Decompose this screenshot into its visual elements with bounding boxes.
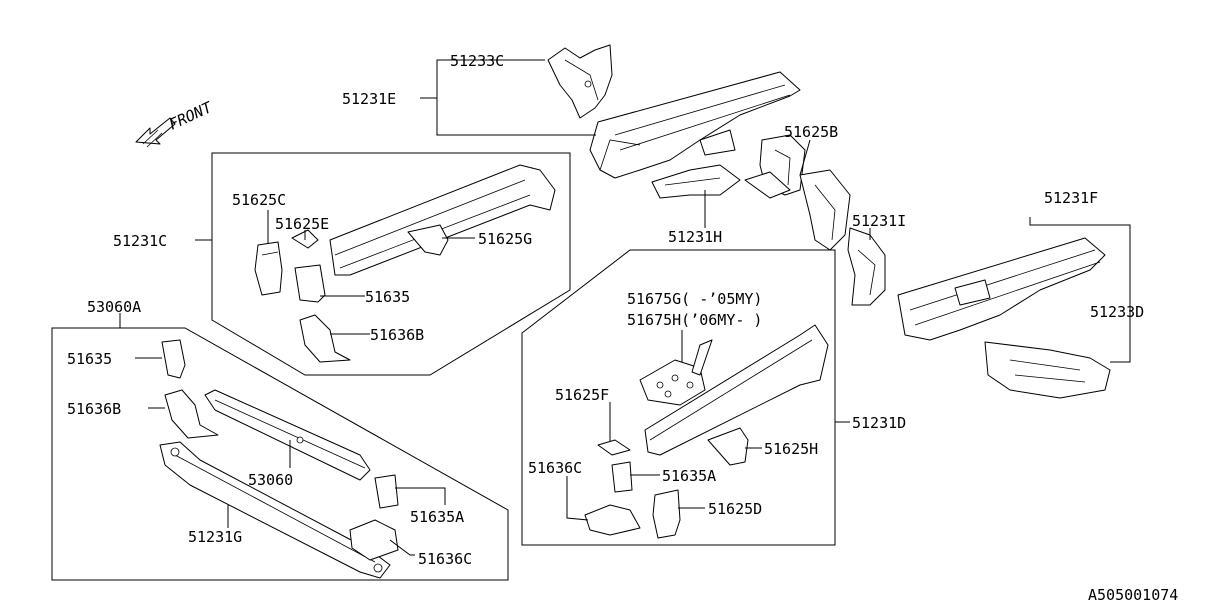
part-51625f-drawing	[597, 439, 631, 456]
label-51231c: 51231C	[113, 232, 167, 250]
part-g51635a-drawing	[374, 474, 399, 509]
label-51625f: 51625F	[555, 386, 609, 404]
part-d51636c-drawing	[584, 504, 641, 536]
part-g51636b-drawing	[164, 389, 219, 439]
label-d51635a: 51635A	[662, 467, 716, 485]
label-51231d: 51231D	[852, 414, 906, 432]
part-51231f-drawing	[897, 237, 1106, 341]
part-51233c-drawing	[547, 44, 613, 119]
label-g51635a: 51635A	[410, 508, 464, 526]
leader-g51636c	[389, 539, 415, 556]
part-51625h-drawing	[707, 427, 749, 466]
part-51233d-drawing	[984, 341, 1111, 399]
label-d51636c: 51636C	[528, 459, 582, 477]
part-51231d-rail-drawing	[644, 324, 829, 456]
part-51635-drawing	[294, 264, 326, 303]
label-51231h: 51231H	[668, 228, 722, 246]
bracket-51231f	[1029, 217, 1131, 363]
part-51636b-drawing	[299, 314, 351, 363]
reference-code: A505001074	[1088, 586, 1178, 604]
label-53060: 53060	[248, 471, 293, 489]
leader-g51635a	[395, 487, 446, 505]
label-51231i: 51231I	[852, 212, 906, 230]
label-g51635: 51635	[67, 350, 112, 368]
label-51625b: 51625B	[784, 123, 838, 141]
leader-d51636c	[566, 476, 589, 521]
group-box-51231d	[521, 249, 836, 546]
group-box-51231c	[211, 152, 571, 376]
label-51675h: 51675H(’06MY- )	[627, 311, 762, 329]
label-g51636b: 51636B	[67, 400, 121, 418]
label-51625c: 51625C	[232, 191, 286, 209]
front-label: FRONT	[166, 98, 215, 134]
part-51231e-drawing	[589, 71, 801, 179]
part-d51635a-drawing	[611, 461, 633, 493]
label-51231g: 51231G	[188, 528, 242, 546]
group-box-53060a	[51, 327, 509, 581]
front-arrow-icon	[135, 117, 176, 148]
part-51625b-drawing	[744, 134, 806, 199]
leader-51625b	[799, 139, 811, 176]
part-51675-drawing	[639, 339, 713, 406]
label-51635: 51635	[365, 288, 410, 306]
label-51231f: 51231F	[1044, 189, 1098, 207]
part-51231g-drawing	[159, 441, 391, 579]
label-51625h: 51625H	[764, 440, 818, 458]
label-51625e: 51625E	[275, 215, 329, 233]
part-51625d-drawing	[652, 489, 681, 539]
part-51625c-drawing	[254, 241, 283, 296]
label-51636b: 51636B	[370, 326, 424, 344]
part-51231c-rail-drawing	[329, 164, 556, 276]
label-51233d: 51233D	[1090, 303, 1144, 321]
part-51231h-drawing	[651, 164, 741, 199]
part-g51635-drawing	[161, 339, 186, 379]
part-51625g-drawing	[407, 224, 449, 256]
part-g51636c-drawing	[349, 519, 399, 561]
part-51231i-drawing	[847, 227, 886, 306]
label-51233c: 51233C	[450, 52, 504, 70]
part-rail-mid-drawing	[799, 169, 851, 251]
label-51625g: 51625G	[478, 230, 532, 248]
label-53060a: 53060A	[87, 298, 141, 316]
label-51625d: 51625D	[708, 500, 762, 518]
part-53060-drawing	[204, 389, 371, 481]
label-51675g: 51675G( -’05MY)	[627, 290, 762, 308]
label-g51636c: 51636C	[418, 550, 472, 568]
label-51231e: 51231E	[342, 90, 396, 108]
